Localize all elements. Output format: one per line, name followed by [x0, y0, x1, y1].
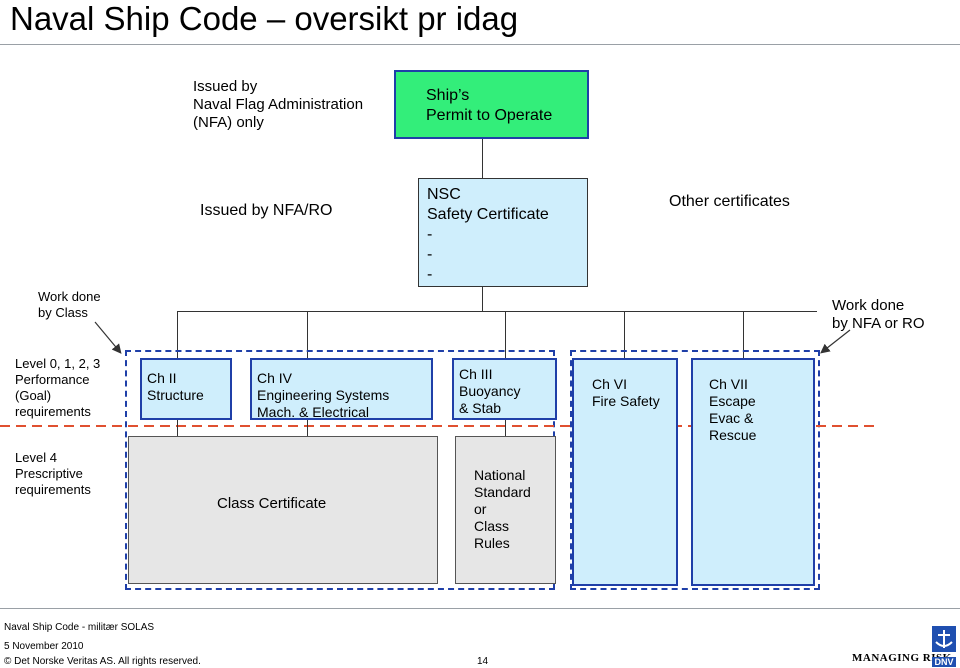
- ch2-structure-box: Ch II Structure: [140, 358, 232, 420]
- page-title: Naval Ship Code – oversikt pr idag: [10, 0, 519, 37]
- tree-drop-ch3: [505, 311, 506, 358]
- managing-risk-label: MANAGING RISK: [852, 652, 952, 664]
- ch2-label: Ch II Structure: [147, 370, 204, 403]
- work-done-nfa-label: Work done by NFA or RO: [832, 297, 925, 332]
- class-certificate-label: Class Certificate: [217, 495, 327, 512]
- dnv-logo: DNV: [932, 626, 956, 667]
- footer-doc-title: Naval Ship Code - militær SOLAS: [4, 622, 155, 633]
- ships-permit-label: Ship’s Permit to Operate: [426, 87, 553, 124]
- connector-nsc-tree: [482, 287, 483, 312]
- footer-date: 5 November 2010: [4, 641, 84, 652]
- other-certificates-label: Other certificates: [669, 193, 790, 210]
- footer-page-number: 14: [477, 656, 489, 667]
- ch3-label: Ch III Buoyancy & Stab: [459, 366, 521, 416]
- footer-divider: [0, 608, 960, 609]
- dnv-wordmark: DNV: [932, 657, 956, 667]
- ships-permit-box: Ship’s Permit to Operate: [394, 70, 589, 139]
- ch6-label: Ch VI Fire Safety: [592, 376, 660, 409]
- ch4-engineering-box: Ch IV Engineering Systems Mach. & Electr…: [250, 358, 433, 420]
- nfa-dashed-region: [570, 350, 820, 590]
- level-separator: [0, 425, 880, 427]
- national-standard-label: National Standard or Class Rules: [474, 467, 531, 551]
- work-done-class-label: Work done by Class: [38, 289, 101, 320]
- arrow-class: [94, 321, 122, 354]
- connector-ch2-class: [177, 420, 178, 436]
- ch7-escape-box: Ch VII Escape Evac & Rescue: [691, 358, 815, 586]
- level-prescriptive-label: Level 4 Prescriptive requirements: [15, 450, 91, 497]
- ch3-buoyancy-box: Ch III Buoyancy & Stab: [452, 358, 557, 420]
- connector-ch4-class: [307, 420, 308, 436]
- connector-ch3-national: [505, 420, 506, 436]
- tree-drop-ch7: [743, 311, 744, 358]
- ch4-label: Ch IV Engineering Systems Mach. & Electr…: [257, 370, 390, 420]
- ch7-label: Ch VII Escape Evac & Rescue: [709, 376, 757, 443]
- arrow-nfa: [820, 329, 851, 354]
- level-goal-label: Level 0, 1, 2, 3 Performance (Goal) requ…: [15, 356, 101, 419]
- national-standard-box: National Standard or Class Rules: [455, 436, 556, 584]
- tree-drop-ch4: [307, 311, 308, 358]
- nsc-certificate-label: NSC Safety Certificate - - -: [427, 186, 549, 283]
- nsc-certificate-box: NSC Safety Certificate - - -: [418, 178, 588, 287]
- title-divider: [0, 44, 960, 45]
- tree-drop-ch6: [624, 311, 625, 358]
- dnv-ship-icon: [932, 626, 956, 652]
- issued-nfa-ro-label: Issued by NFA/RO: [200, 202, 333, 219]
- class-certificate-box: Class Certificate: [128, 436, 438, 584]
- issued-nfa-label: Issued by Naval Flag Administration (NFA…: [193, 78, 364, 131]
- tree-drop-ch2: [177, 311, 178, 358]
- ch6-fire-safety-box: Ch VI Fire Safety: [572, 358, 678, 586]
- connector-permit-nsc: [482, 139, 483, 178]
- tree-horizontal-line: [177, 311, 817, 312]
- footer-copyright: © Det Norske Veritas AS. All rights rese…: [4, 656, 201, 667]
